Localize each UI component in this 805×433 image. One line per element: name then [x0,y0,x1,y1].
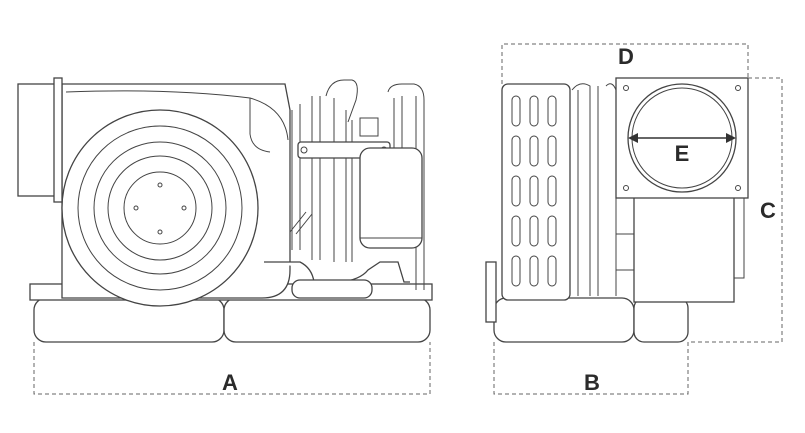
side-tubes [571,83,617,296]
side-base-right [633,297,689,343]
side-view [485,77,749,343]
hub-bolt [157,182,163,188]
dimension-e-arrow-left [628,133,638,143]
dimension-d-label: D [618,44,634,69]
dimension-b: B [493,342,689,395]
dimension-e-arrow-right [726,133,736,143]
fan-scroll-outer [61,109,259,307]
flange-bolt [623,85,629,91]
fan-hub [123,171,197,245]
front-base-right [223,297,431,343]
support-arm [289,211,307,233]
fan-scroll-ring-1 [77,125,243,291]
side-base-left [493,297,635,343]
pipe-bundle [291,96,321,260]
drain-pan [291,279,373,299]
coil-slots [511,95,557,287]
compressor [359,147,423,249]
dimension-a-label: A [222,370,238,395]
blower-box-side [733,197,745,279]
intake-flange [17,83,57,197]
fan-scroll-ring-2 [93,141,227,275]
valve-block [359,117,379,137]
duct-inner [249,98,271,153]
manifold-port [300,146,308,154]
front-view [17,77,433,343]
pipe-vertical [333,98,353,262]
dimension-c-line [688,77,783,343]
dimension-d-line [501,43,749,84]
duct-curve [65,90,289,141]
dimension-e-label: E [675,141,690,166]
blower-box [633,189,735,303]
flange-bolt [623,185,629,191]
pipe-loop [325,79,358,123]
dimension-b-line [493,342,689,395]
support-arm [295,213,313,235]
hub-bolt [181,205,187,211]
dimension-e: E [628,133,736,166]
hub-bolt [133,205,139,211]
pipe-u-bend [387,83,425,290]
front-base-left [33,297,225,343]
dimension-d: D [501,43,749,84]
side-bracket [485,261,497,323]
hub-bolt [157,229,163,235]
dimension-c-label: C [760,198,776,223]
dimension-a: A [33,342,431,395]
flange-bolt [735,185,741,191]
dimension-b-label: B [584,370,600,395]
flange-bolt [735,85,741,91]
fan-scroll-ring-3 [107,155,213,261]
intake-flange-rim [53,77,63,203]
dimension-c: C [688,77,783,343]
